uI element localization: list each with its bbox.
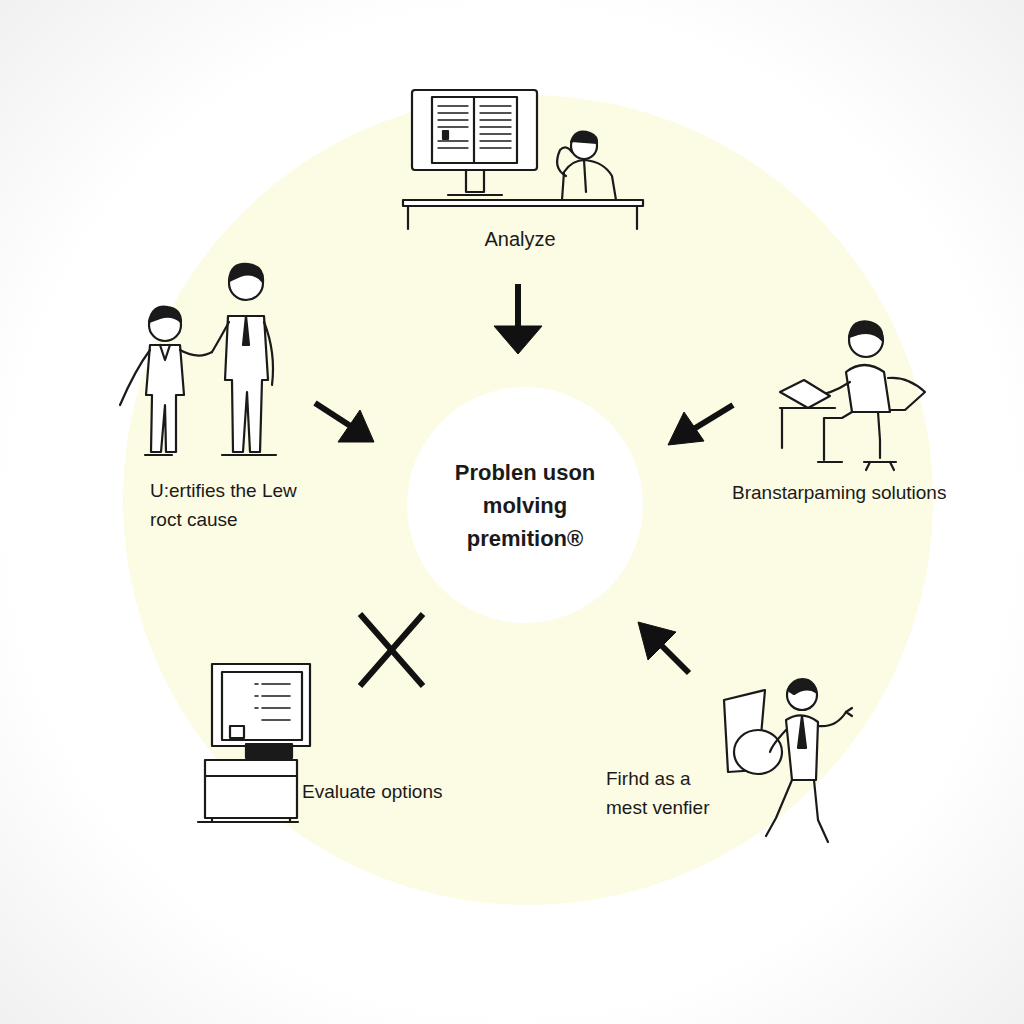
verifier-figure <box>724 679 852 842</box>
step-label: U:ertifies the Lew roct cause <box>150 476 310 535</box>
cycle-arrows <box>315 284 733 686</box>
brainstorm-figure <box>780 321 925 470</box>
center-circle: Problen uson molving premition® <box>407 387 643 623</box>
center-title: Problen uson molving premition® <box>440 456 610 555</box>
root-cause-figure <box>120 264 276 455</box>
evaluate-figure <box>198 664 310 822</box>
step-label: Branstarpaming solutions <box>732 478 1002 507</box>
step-label: Analyze <box>420 224 620 255</box>
step-label: Evaluate options <box>302 777 502 806</box>
step-label: Firhd as a mest venfier <box>606 764 731 823</box>
analyze-figure <box>403 90 643 229</box>
